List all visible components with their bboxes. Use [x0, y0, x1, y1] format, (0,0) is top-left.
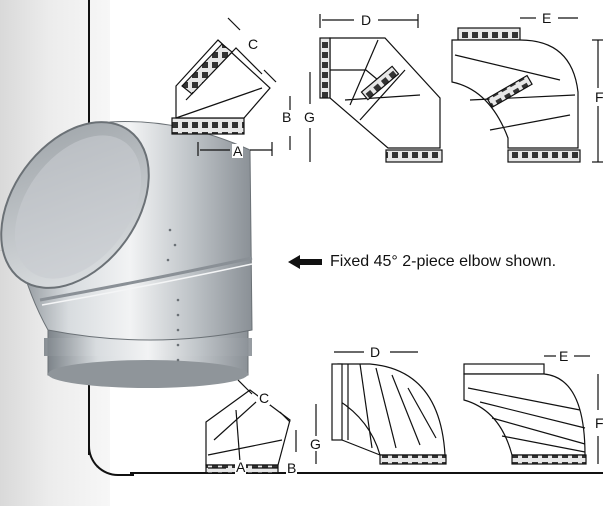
diagram-90-front-top	[451, 17, 603, 163]
diagram-45-top	[171, 17, 291, 156]
diagram-90-side-bottom	[315, 351, 447, 465]
dimension-d-bottom: D	[369, 344, 382, 360]
diagram-90-front-bottom	[463, 355, 599, 465]
frame-border-corner	[88, 430, 134, 476]
caption-text: Fixed 45° 2-piece elbow shown.	[330, 253, 557, 270]
diagram-45-bottom	[205, 379, 297, 474]
dimension-d-top: D	[360, 12, 373, 28]
dimension-e-bottom: E	[558, 348, 570, 364]
left-arrow-icon	[288, 255, 322, 269]
dimension-e-top: E	[541, 10, 553, 26]
dimension-g-bottom: G	[309, 436, 322, 452]
dimension-b-top: B	[281, 109, 293, 125]
dimension-a-bottom: A	[235, 459, 247, 475]
dimension-f-top: F	[594, 89, 603, 105]
diagram-90-side-top	[309, 14, 443, 163]
dimension-b-bottom: B	[286, 460, 298, 476]
dimension-c-top: C	[247, 36, 260, 52]
dimension-g-top: G	[303, 109, 316, 125]
caption: Fixed 45° 2-piece elbow shown.	[288, 253, 556, 271]
dimension-f-bottom: F	[594, 415, 603, 431]
frame-border-bottom	[130, 472, 603, 474]
dimension-a-top: A	[232, 143, 244, 159]
dimension-c-bottom: C	[258, 390, 271, 406]
elbow-photo	[0, 121, 253, 388]
